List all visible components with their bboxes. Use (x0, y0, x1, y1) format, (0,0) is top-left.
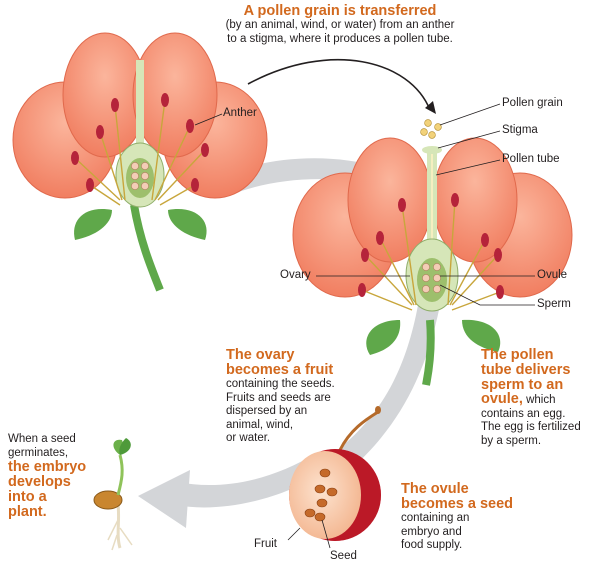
step-tube-heading-1: The pollen (481, 347, 554, 363)
label-pollen-grain: Pollen grain (502, 97, 563, 109)
transfer-arrowhead (425, 101, 436, 114)
label-sperm: Sperm (537, 298, 571, 310)
flower-left (12, 32, 268, 292)
label-stigma: Stigma (502, 124, 538, 136)
title-line-1: (by an animal, wind, or water) from an a… (225, 19, 455, 31)
transfer-arrow (247, 58, 431, 111)
step-germ-line-2: germinates, (8, 446, 69, 459)
step-seed-heading-1: The ovule (401, 481, 469, 497)
label-ovary: Ovary (280, 269, 311, 281)
step-fruit-heading-1: The ovary (226, 347, 295, 363)
label-ovule: Ovule (537, 269, 568, 281)
fruit (287, 406, 381, 549)
step-tube-heading-4: ovule, (481, 391, 523, 407)
step-fruit-line-4: animal, wind, (226, 418, 294, 431)
step-tube-line-3: by a sperm. (481, 434, 542, 447)
step-tube-heading-3: sperm to an (481, 377, 564, 393)
title-line-2: to a stigma, where it produces a pollen … (227, 32, 453, 45)
step-germinate: When a seed germinates, the embryo devel… (8, 433, 118, 520)
step-germ-line-1: When a seed (8, 433, 76, 445)
step-seed-line-2: embryo and (401, 525, 462, 538)
step-germ-heading-2: develops (8, 474, 71, 490)
flower-right (292, 103, 573, 386)
step-seed-heading-2: becomes a seed (401, 496, 514, 512)
step-germ-heading-4: plant. (8, 504, 47, 520)
label-pollen-tube: Pollen tube (502, 153, 560, 165)
step-tube-line-1: contains an egg. (481, 407, 566, 420)
title-block: A pollen grain is transferred (by an ani… (190, 4, 490, 46)
step-germ-heading-1: the embryo (8, 459, 87, 475)
step-pollen-tube: The pollen tube delivers sperm to an ovu… (481, 348, 599, 448)
step-fruit-line-2: Fruits and seeds are (226, 391, 331, 404)
step-fruit-line-1: containing the seeds. (226, 378, 335, 390)
step-tube-line-rest: which (522, 394, 556, 406)
step-fruit-line-5: or water. (226, 432, 271, 444)
step-fruit-line-3: dispersed by an (226, 405, 308, 417)
title-heading: A pollen grain is transferred (243, 3, 437, 19)
step-germ-heading-3: into a (8, 489, 47, 505)
step-tube-heading-2: tube delivers (481, 362, 571, 378)
label-anther: Anther (223, 107, 257, 119)
label-fruit: Fruit (254, 538, 277, 550)
step-seed-line-1: containing an (401, 512, 470, 524)
step-tube-line-2: The egg is fertilized (481, 421, 581, 433)
step-seed-line-3: food supply. (401, 539, 463, 551)
step-fruit-heading-2: becomes a fruit (226, 362, 334, 378)
step-seed: The ovule becomes a seed containing an e… (401, 482, 541, 553)
label-seed: Seed (330, 550, 357, 562)
step-fruit: The ovary becomes a fruit containing the… (226, 348, 376, 446)
seedling (93, 438, 133, 551)
